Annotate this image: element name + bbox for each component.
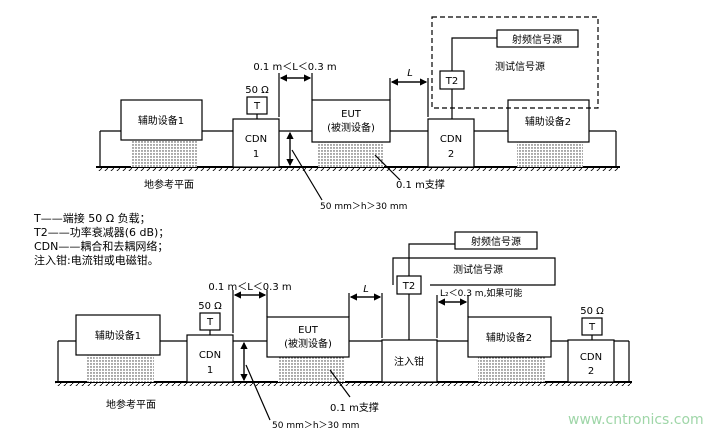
top-cdn1-num: 1: [253, 149, 259, 160]
top-aux1-box: [120, 99, 203, 141]
top-dist-l-label: L: [407, 68, 413, 79]
top-cdn1-box: [232, 118, 280, 168]
top-cdn1-name: CDN: [245, 134, 267, 145]
bottom-load-left-label: 50 Ω: [198, 301, 222, 312]
top-aux2-box: [507, 99, 590, 143]
bottom-cdn1-name: CDN: [199, 350, 221, 361]
watermark: www.cntronics.com: [568, 412, 704, 428]
top-cdn2-name: CDN: [440, 134, 462, 145]
bottom-cdn1-num: 1: [207, 365, 213, 376]
top-load-label: 50 Ω: [245, 85, 269, 96]
bottom-eut-box: [266, 316, 350, 358]
bottom-aux2-label: 辅助设备2: [486, 331, 532, 344]
bottom-support-aux1: [87, 353, 154, 382]
legend-line-t2: T2——功率衰减器(6 dB)；: [34, 226, 170, 239]
top-ground-plane-label: 地参考平面: [144, 178, 194, 191]
bottom-t2-label: T2: [402, 281, 415, 292]
top-dist-range-label: 0.1 m＜L＜0.3 m: [253, 62, 336, 73]
top-support-label: 0.1 m支撑: [396, 178, 445, 191]
top-diagram: [96, 16, 620, 201]
bottom-cdn2-num: 2: [588, 366, 594, 377]
top-t2-label: T2: [445, 76, 458, 87]
bottom-cdn1-box: [186, 334, 234, 383]
bottom-height-label: 50 mm＞h＞30 mm: [272, 421, 359, 431]
top-rf-source-label: 射频信号源: [512, 33, 562, 46]
top-test-source-label: 测试信号源: [495, 60, 545, 73]
top-ground-hatch: [96, 167, 620, 171]
legend: T——端接 50 Ω 负载； T2——功率衰减器(6 dB)； CDN——耦合和…: [34, 212, 169, 268]
bottom-eut-line1: EUT: [298, 325, 319, 336]
bottom-aux2-box: [467, 316, 552, 358]
bottom-rf-source-box: [454, 231, 538, 250]
bottom-t-right-label: T: [588, 322, 596, 333]
bottom-ground-plane-label: 地参考平面: [106, 398, 156, 411]
bottom-support-eut: [278, 357, 345, 382]
bottom-cdn2-name: CDN: [580, 352, 602, 363]
bottom-diagram: [55, 231, 632, 421]
bottom-dist-range-label: 0.1 m＜L＜0.3 m: [208, 282, 291, 293]
bottom-rf-source-label: 射频信号源: [471, 235, 521, 248]
bottom-clamp-box: [381, 339, 438, 383]
top-t-label: T: [253, 101, 261, 112]
bottom-clamp-label: 注入钳: [394, 355, 424, 368]
bottom-eut-line2: (被测设备): [284, 337, 332, 350]
bottom-test-source-bracket: [392, 257, 556, 286]
bottom-load-right-label: 50 Ω: [580, 306, 604, 317]
top-eut-line1: EUT: [341, 109, 362, 120]
legend-line-cdn: CDN——耦合和去耦网络；: [34, 240, 169, 253]
top-labels: 辅助设备1 50 Ω T CDN 1 EUT (被测设备) CDN 2 T2 辅…: [138, 33, 571, 212]
top-support-eut: [318, 142, 384, 167]
bottom-aux1-label: 辅助设备1: [95, 329, 141, 342]
bottom-dist-l-label: L: [363, 284, 369, 295]
top-cdn2-box: [427, 118, 475, 168]
top-support-aux1: [131, 140, 197, 167]
top-eut-line2: (被测设备): [327, 121, 375, 134]
top-aux2-label: 辅助设备2: [525, 115, 571, 128]
bottom-support-label: 0.1 m支撑: [330, 401, 379, 414]
bottom-t-left-label: T: [206, 317, 214, 328]
legend-line-clamp: 注入钳:电流钳或电磁钳。: [34, 254, 159, 267]
bottom-test-source-label: 测试信号源: [453, 263, 503, 276]
top-aux1-label: 辅助设备1: [138, 114, 184, 127]
legend-line-t: T——端接 50 Ω 负载；: [34, 212, 151, 225]
top-height-label: 50 mm＞h＞30 mm: [320, 202, 407, 212]
bottom-cdn2-box: [567, 339, 615, 383]
top-test-source-region: [431, 16, 599, 109]
bottom-labels: 辅助设备1 50 Ω T CDN 1 EUT (被测设备) 注入钳 T2 射频信…: [95, 235, 604, 431]
bottom-l2-note: L₂＜0.3 m,如果可能: [440, 287, 522, 299]
bottom-support-aux2: [478, 357, 545, 382]
top-eut-box: [311, 99, 391, 143]
bottom-ground-hatch: [55, 382, 632, 386]
top-support-aux2: [517, 142, 583, 167]
top-cdn2-num: 2: [448, 149, 454, 160]
bottom-aux1-box: [75, 314, 161, 356]
